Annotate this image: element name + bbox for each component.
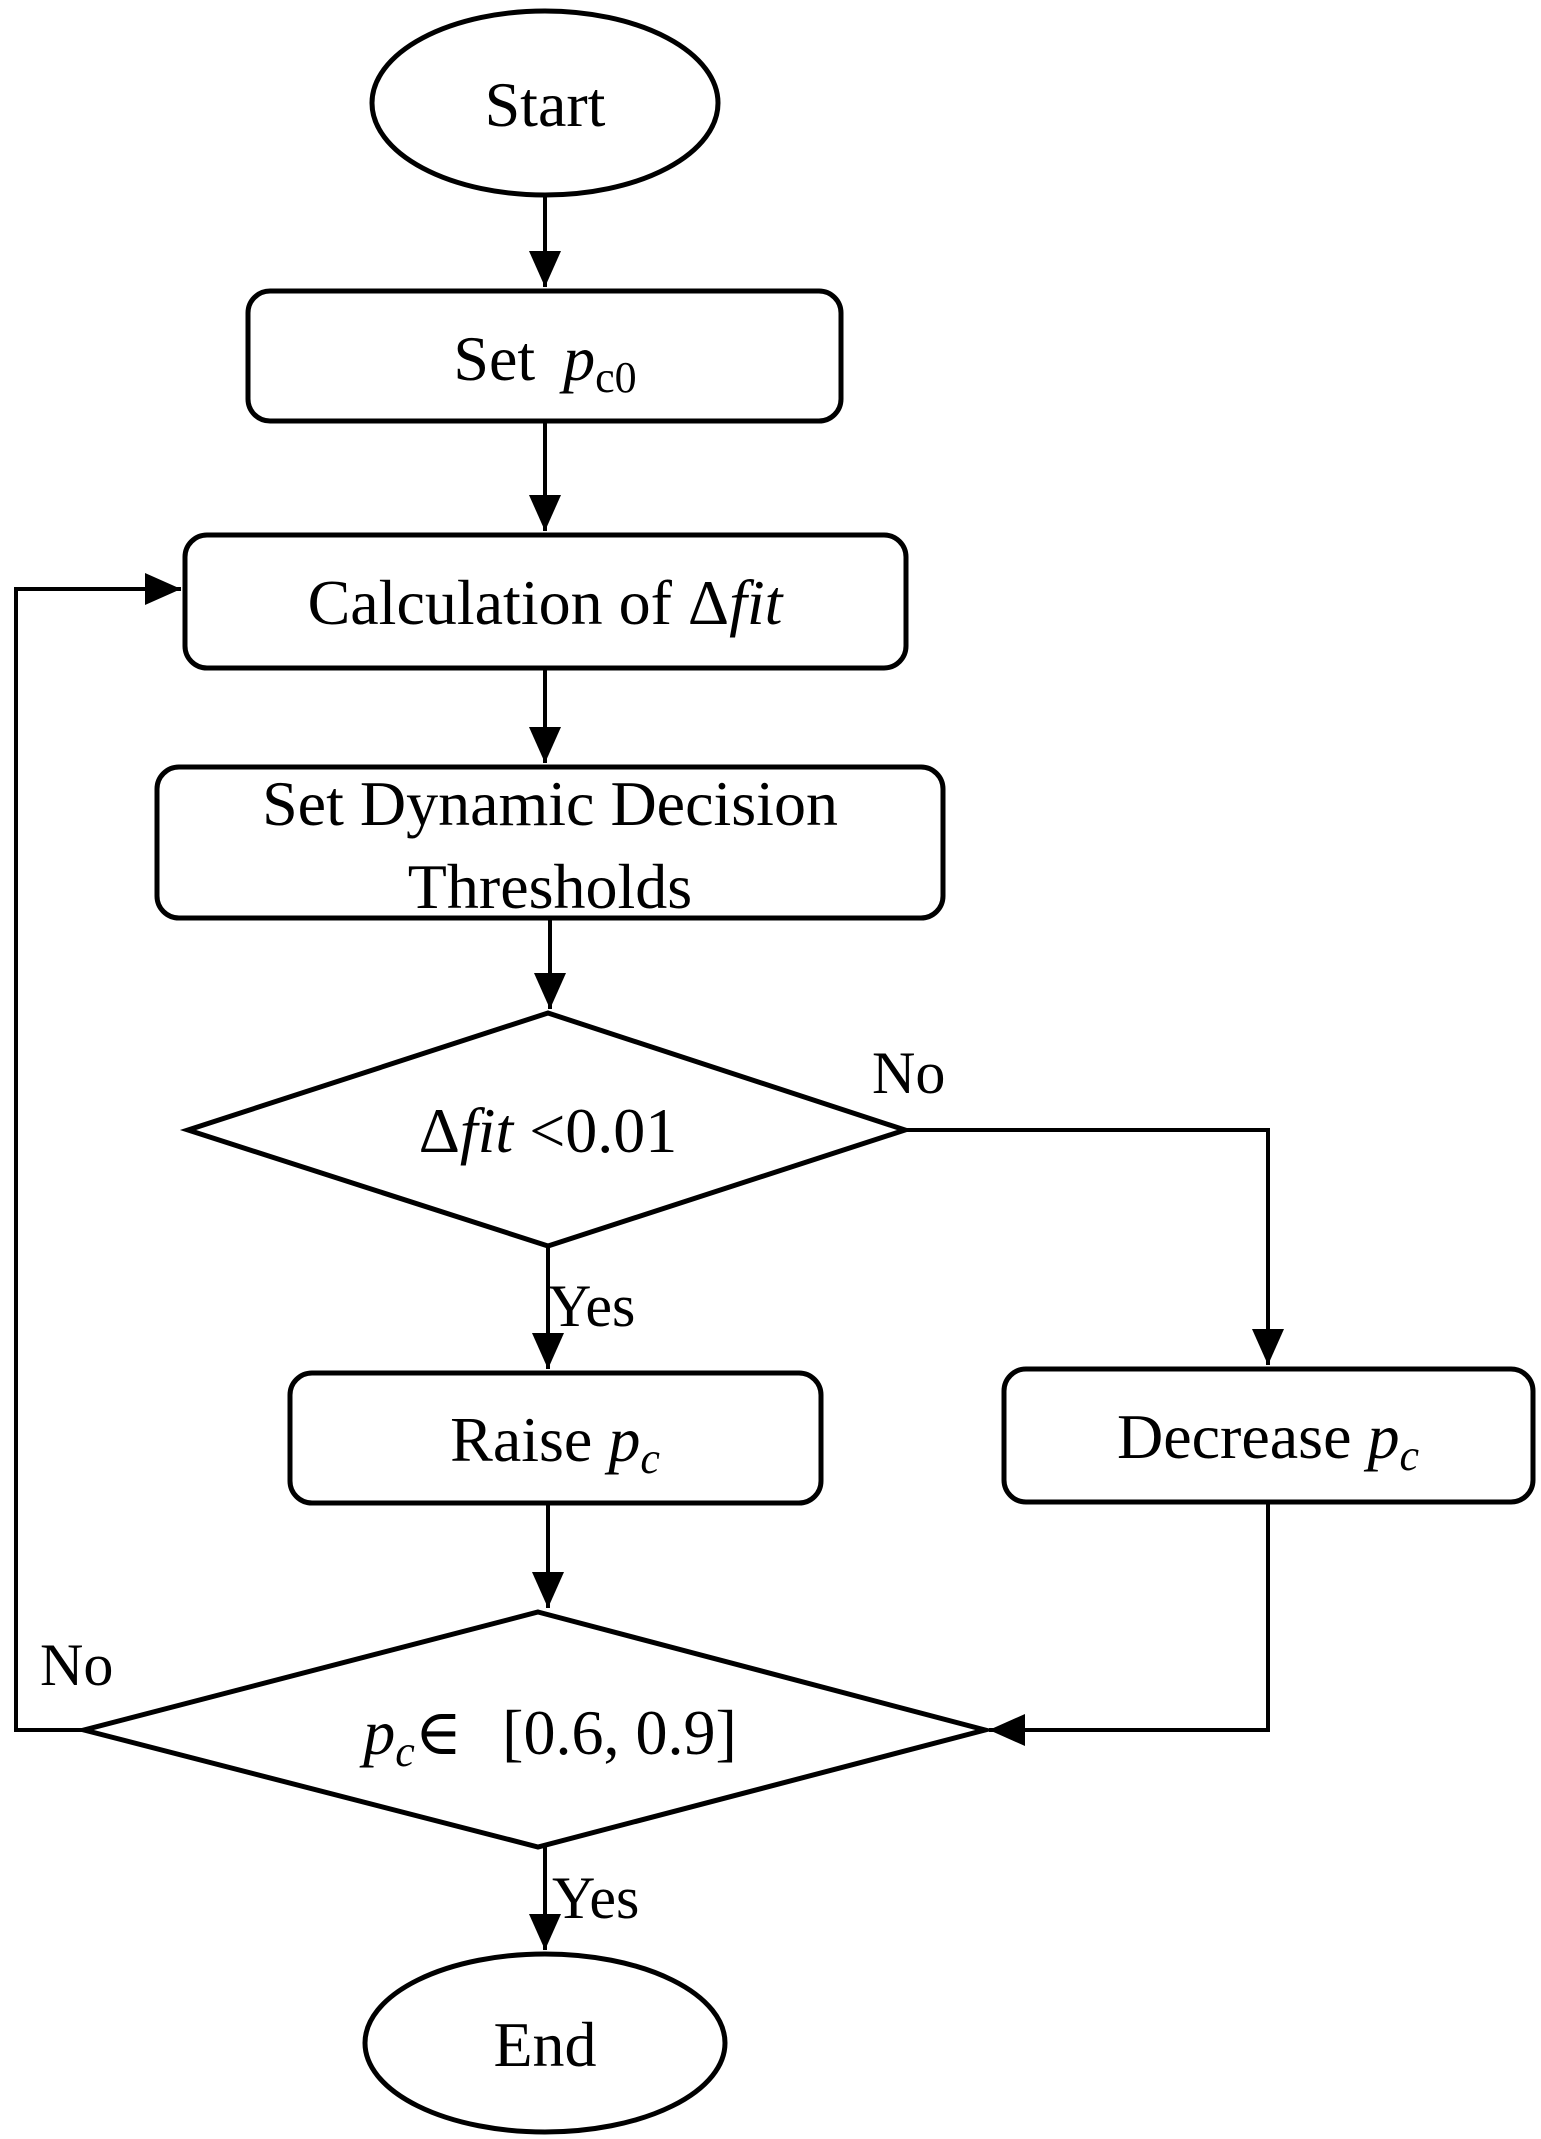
dfit-no-label: No (872, 1040, 945, 1106)
calculation-var: fit (729, 567, 785, 638)
range-decision-symbol: ∈ (415, 1697, 462, 1768)
set-pc0-subscript: c0 (595, 353, 637, 402)
calculation-text: Calculation of Δfit (308, 567, 785, 638)
calculation-delta: Δ (688, 567, 729, 638)
dfit-decision-var: fit (460, 1095, 516, 1166)
decrease-pc-subscript: c (1399, 1431, 1419, 1480)
set-pc0-var: p (559, 323, 595, 394)
decrease-pc-label: Decrease (1117, 1401, 1367, 1472)
end-node: End (362, 1951, 728, 2135)
decrease-pc-var: p (1363, 1401, 1399, 1472)
raise-pc-node: Raise pc (287, 1370, 824, 1506)
thresholds-line1: Set Dynamic Decision (262, 768, 838, 839)
dfit-decision-cond: <0.01 (513, 1095, 677, 1166)
thresholds-line2: Thresholds (408, 851, 692, 922)
dfit-yes-label: Yes (548, 1273, 635, 1339)
range-no-label: No (40, 1632, 113, 1698)
range-decision-range: [0.6, 0.9] (502, 1697, 737, 1768)
dfit-decision-delta: Δ (419, 1095, 460, 1166)
dfit-decision-node: Δfit <0.01 (179, 1010, 914, 1249)
arrow-dfit-no-to-decrease (905, 1128, 1284, 1365)
range-yes-label: Yes (552, 1865, 639, 1931)
raise-pc-var: p (604, 1404, 640, 1475)
start-node: Start (369, 8, 721, 198)
raise-pc-label: Raise (450, 1404, 608, 1475)
calculation-node: Calculation of Δfit (182, 532, 909, 671)
decrease-pc-node: Decrease pc (1001, 1366, 1536, 1505)
range-decision-node: pc∈ [0.6, 0.9] (74, 1609, 995, 1850)
dfit-decision-text: Δfit <0.01 (419, 1095, 678, 1166)
arrow-range-no-loop-to-calculation (14, 573, 181, 1732)
thresholds-node: Set Dynamic Decision Thresholds (154, 764, 946, 922)
range-decision-var: p (359, 1697, 395, 1768)
decrease-pc-text: Decrease pc (1117, 1401, 1419, 1480)
raise-pc-subscript: c (640, 1434, 660, 1483)
raise-pc-text: Raise pc (450, 1404, 660, 1483)
set-pc0-label: Set (453, 323, 535, 394)
arrow-decrease-to-range-decision (989, 1502, 1270, 1746)
range-decision-text: pc∈ [0.6, 0.9] (359, 1697, 737, 1776)
start-label: Start (485, 69, 606, 140)
range-decision-subscript: c (395, 1727, 415, 1776)
end-label: End (493, 2009, 596, 2080)
calculation-label: Calculation of (308, 567, 688, 638)
